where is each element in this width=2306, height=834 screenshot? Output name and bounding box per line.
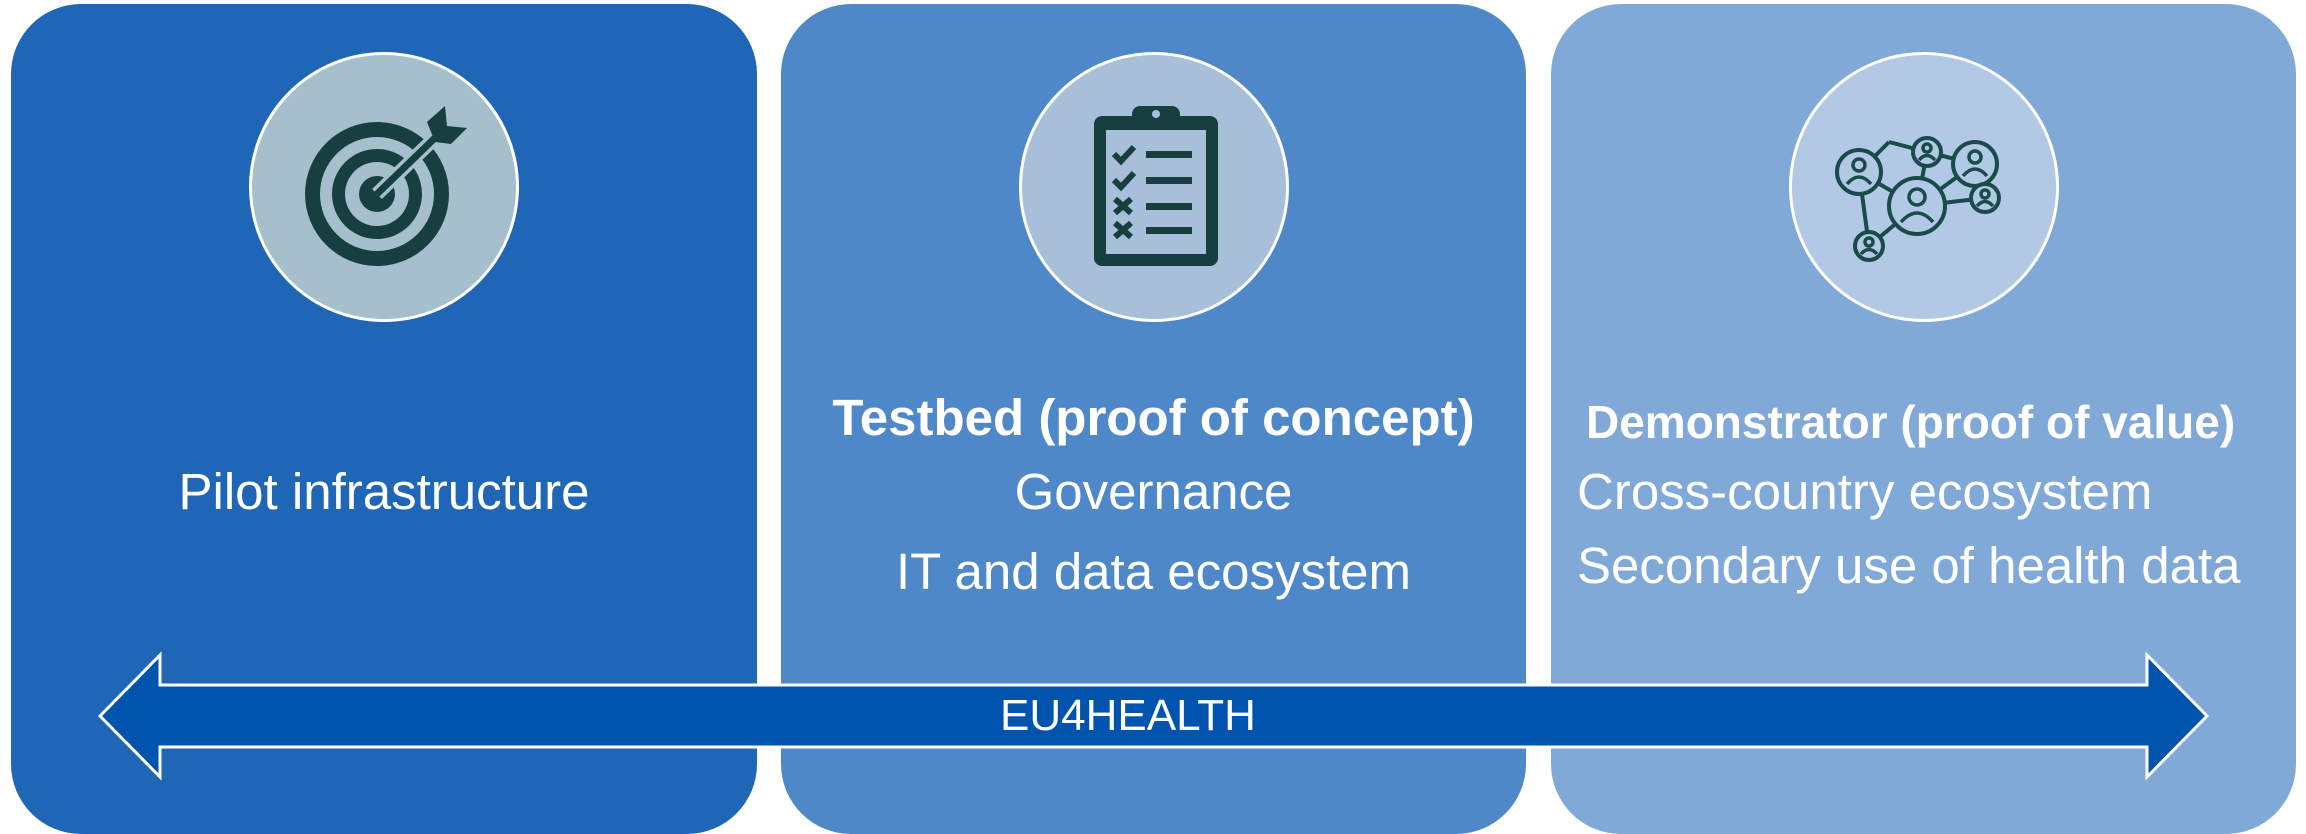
card-line: Cross-country ecosystem: [1577, 463, 2153, 520]
card-heading: Testbed (proof of concept): [832, 389, 1475, 446]
icon-badge: [249, 52, 519, 322]
double-arrow: [97, 651, 2210, 781]
double-arrow-shape: [97, 651, 2210, 781]
icon-badge: [1788, 52, 2059, 322]
arrow-label: EU4HEALTH: [1000, 691, 1256, 740]
card-line: Secondary use of health data: [1577, 537, 2241, 594]
clipboard-checklist-icon: [1093, 106, 1218, 266]
card-line: IT and data ecosystem: [895, 543, 1411, 600]
people-network-icon: [1834, 136, 2001, 262]
card-heading: Demonstrator (proof of value): [1586, 396, 2236, 448]
card-line: Pilot infrastructure: [178, 463, 590, 520]
target-icon: [305, 106, 467, 266]
card-line: Governance: [1014, 463, 1293, 520]
icon-badge: [1018, 52, 1289, 322]
